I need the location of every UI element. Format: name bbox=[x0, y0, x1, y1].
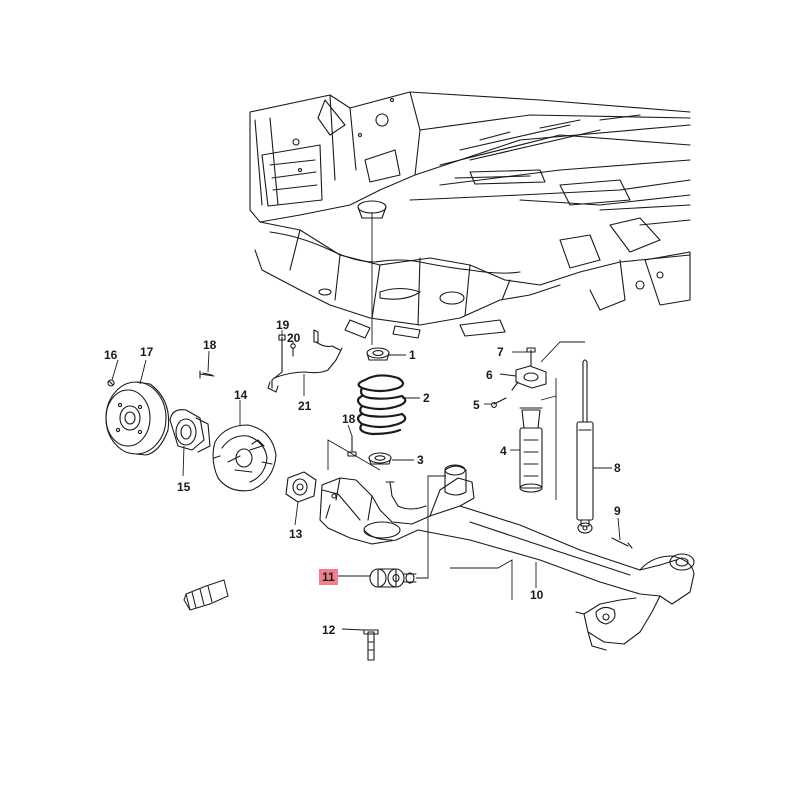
callout-10: 10 bbox=[530, 588, 544, 602]
upper-shock-mount bbox=[511, 347, 547, 391]
bushing-bolt bbox=[363, 629, 379, 661]
callout-8: 8 bbox=[614, 461, 621, 475]
callout-2: 2 bbox=[423, 391, 430, 405]
callout-1: 1 bbox=[409, 348, 416, 362]
callout-11-highlighted: 11 bbox=[319, 569, 338, 585]
shock-mount-bolt bbox=[491, 397, 507, 408]
axle-bushing bbox=[369, 568, 417, 588]
front-arrow-icon bbox=[183, 579, 229, 611]
shock-lower-bolt bbox=[611, 537, 633, 549]
callout-14: 14 bbox=[234, 388, 248, 402]
rear-axle-beam bbox=[319, 464, 695, 651]
hub-bolt bbox=[199, 370, 215, 379]
brake-drum bbox=[105, 381, 170, 456]
brake-cable bbox=[385, 481, 427, 510]
shock-dust-boot bbox=[519, 407, 543, 493]
wheel-hub bbox=[169, 409, 211, 453]
callout-9: 9 bbox=[614, 504, 621, 518]
coil-spring bbox=[356, 374, 407, 436]
callout-16: 16 bbox=[104, 348, 118, 362]
callout-3: 3 bbox=[417, 453, 424, 467]
axle-bolt bbox=[347, 435, 357, 457]
callout-17: 17 bbox=[140, 345, 154, 359]
vehicle-underbody bbox=[249, 91, 691, 339]
callout-12: 12 bbox=[322, 623, 336, 637]
stub-axle-flange bbox=[285, 471, 317, 503]
drum-screw bbox=[107, 379, 115, 387]
brake-hose bbox=[267, 329, 343, 393]
callout-5: 5 bbox=[473, 398, 480, 412]
callout-18-axle: 18 bbox=[342, 412, 356, 426]
callout-4: 4 bbox=[500, 444, 507, 458]
brake-backing-plate bbox=[212, 424, 277, 492]
spring-lower-insulator bbox=[368, 452, 392, 465]
callout-21: 21 bbox=[298, 399, 312, 413]
callout-15: 15 bbox=[177, 480, 191, 494]
callout-20: 20 bbox=[287, 331, 301, 345]
callout-18-hub: 18 bbox=[203, 338, 217, 352]
callout-13: 13 bbox=[289, 527, 303, 541]
callout-6: 6 bbox=[486, 368, 493, 382]
spring-upper-insulator bbox=[366, 347, 390, 361]
callout-7: 7 bbox=[497, 345, 504, 359]
shock-absorber bbox=[576, 359, 594, 534]
leader-lines bbox=[111, 212, 621, 631]
callout-19: 19 bbox=[276, 318, 290, 332]
